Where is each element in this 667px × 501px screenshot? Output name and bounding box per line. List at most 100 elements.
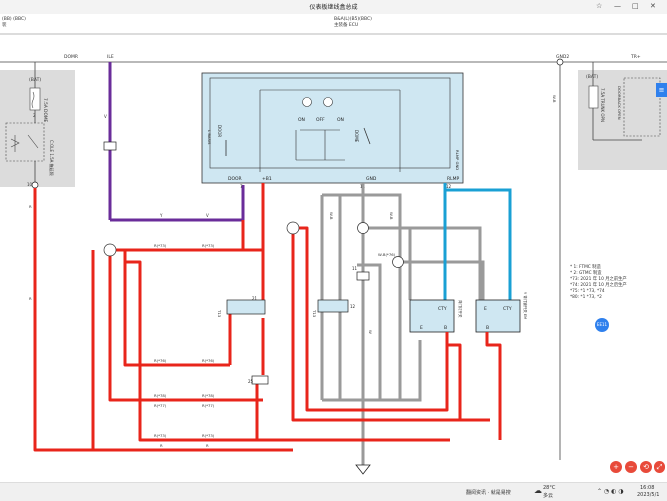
tag-r73-d: R(*73) xyxy=(202,433,215,438)
fit-screen-button[interactable]: ⤢ xyxy=(654,461,665,473)
note-item: *73: 2021 年 10 月之前生产 xyxy=(570,277,627,282)
tag-r-d: R xyxy=(29,296,32,301)
left-relay-label: C:OLE 1.5A 拖延照 xyxy=(49,140,55,176)
module-left-b: B xyxy=(444,325,447,331)
tag-wb-gnd2: W-B xyxy=(552,95,557,103)
ecu-vert-label-2: RLMP GND xyxy=(455,150,460,170)
ecu-num-7: 7 xyxy=(240,184,243,189)
ecu-inner-frame xyxy=(209,77,451,169)
breadcrumb-right-line1: B&A(L)(B5)(BBC) xyxy=(334,17,372,22)
tag-wb-b: W-B xyxy=(389,212,394,220)
left-fuse-connector: 10 xyxy=(27,182,33,187)
weather-temp: 28°C xyxy=(543,485,556,491)
left-fuse-box xyxy=(0,70,75,187)
zoom-out-button[interactable]: − xyxy=(625,461,637,473)
tag-r-a: R xyxy=(160,443,163,448)
connector-25 xyxy=(251,375,269,385)
ecu-pin-door: DOOR xyxy=(228,176,242,182)
tag-r73-c: R(*73) xyxy=(154,433,167,438)
connector-t13-right xyxy=(317,299,349,313)
dome-switch xyxy=(363,127,371,145)
tag-v2: V xyxy=(206,213,209,218)
tray-icons[interactable]: ⌃ ◔ ◐ ◑ xyxy=(597,488,624,495)
floating-assistant-button[interactable]: EE11 xyxy=(595,318,609,332)
left-fuse-terminal xyxy=(31,181,39,189)
blue-wires xyxy=(443,183,512,300)
taskbar: 翻阅资讯 · 就是易搜 ☁ 28°C 多云 ⌃ ◔ ◐ ◑ 16:08 2023… xyxy=(0,482,667,501)
minimize-button[interactable]: — xyxy=(614,2,621,10)
module-right xyxy=(475,299,521,333)
breadcrumb-left-line1: (BB) (BBC) xyxy=(2,17,26,22)
taskbar-search[interactable]: 翻阅资讯 · 就是易搜 xyxy=(466,490,511,496)
tag-w: W xyxy=(368,330,373,334)
switch-off: OFF xyxy=(316,117,325,123)
ecu-pin-b1: +B1 xyxy=(262,176,272,182)
right-relay-label: DOORBACK OPEN xyxy=(617,86,622,120)
connector-n11: 11 xyxy=(352,266,358,271)
connector-n12: 12 xyxy=(350,304,356,309)
notes-list: * 1: FTMC 制造 * 2: GTMC 制造 *73: 2021 年 10… xyxy=(570,265,627,301)
ecu-pin-gnd: GND xyxy=(366,176,377,182)
connector-n21: 21 xyxy=(252,296,258,301)
lamp-symbol-1 xyxy=(302,97,312,107)
connector-n25: 25 xyxy=(248,379,254,384)
tag-v1: V xyxy=(104,114,107,119)
module-right-label: Y 背门锁开关 EM xyxy=(523,292,528,319)
close-button[interactable]: ✕ xyxy=(650,2,656,10)
window-title: 仪表板继线盒总成 xyxy=(309,4,358,11)
right-fuse-bat: (BAT) xyxy=(586,74,598,80)
tag-wb-a: W-B xyxy=(329,212,334,220)
weather-desc: 多云 xyxy=(543,493,554,499)
module-left-cty: CTY xyxy=(438,306,447,312)
breadcrumb-right-line2: 主装备 ECU xyxy=(334,23,359,28)
tag-r76-a: R(*76) xyxy=(154,358,167,363)
switch-on-2: ON xyxy=(337,117,344,123)
gnd-splice-1 xyxy=(357,222,369,234)
label-ile: ILE xyxy=(107,54,114,60)
title-bar: 仪表板继线盒总成 ☆ — □ ✕ xyxy=(0,0,667,14)
note-item: * 2: GTMC 制造 xyxy=(570,271,602,276)
breadcrumb-left: (BB) (BBC) 装 xyxy=(2,17,26,29)
ground-symbol xyxy=(355,464,371,475)
left-fuse-pin2: 2 xyxy=(33,113,36,118)
module-left-label: 背门灯开关 xyxy=(458,300,463,318)
right-fuse-rating: 7.5A TRUNK OPN xyxy=(600,88,605,122)
tag-r-c: R xyxy=(29,204,32,209)
module-left xyxy=(409,299,455,333)
lamp-symbol-2 xyxy=(323,97,333,107)
tag-r77-a: R(*77) xyxy=(154,403,167,408)
red-splice-1 xyxy=(103,243,117,257)
label-trplus: TR+ xyxy=(630,54,641,60)
tag-y1: Y xyxy=(159,213,163,218)
favorite-icon[interactable]: ☆ xyxy=(596,2,603,10)
module-right-cty: CTY xyxy=(503,306,512,312)
weather-icon: ☁ xyxy=(534,486,542,495)
zoom-reset-button[interactable]: ⟲ xyxy=(640,461,652,473)
label-domr: DOMR xyxy=(64,54,78,60)
door-switch-label: DOOR xyxy=(217,125,222,137)
connector-t13-left xyxy=(226,299,266,315)
side-menu-button[interactable]: ≡ xyxy=(656,83,667,97)
taskbar-time: 16:08 xyxy=(640,485,655,491)
maximize-button[interactable]: □ xyxy=(632,2,639,10)
dome-switch-label: DOME xyxy=(354,130,359,143)
breadcrumb-right: B&A(L)(B5)(BBC) 主装备 ECU xyxy=(334,17,372,29)
left-fuse-rating: 7.5A DOME xyxy=(42,98,48,123)
right-fuse-element xyxy=(588,85,599,109)
tag-wb76: W-B(*76) xyxy=(378,252,396,257)
right-relay xyxy=(623,77,661,137)
taskbar-date: 2023/5/1 xyxy=(637,492,660,498)
module-right-e: E xyxy=(484,306,487,312)
purple-wire-connector xyxy=(103,141,117,151)
right-fuse-box xyxy=(578,70,667,170)
tag-r77-b: R(*77) xyxy=(202,403,215,408)
label-gnd2: GND2 xyxy=(556,54,569,60)
note-item: * 1: FTMC 制造 xyxy=(570,265,601,270)
gnd-splice-2 xyxy=(392,256,404,268)
tag-r78-b: R(*78) xyxy=(202,393,215,398)
zoom-in-button[interactable]: + xyxy=(610,461,622,473)
connector-t13-right-label: T13 xyxy=(312,309,317,318)
red-wires xyxy=(33,183,502,452)
ecu-vert-label-1: L BASIS xyxy=(207,130,212,145)
switch-on-1: ON xyxy=(298,117,305,123)
